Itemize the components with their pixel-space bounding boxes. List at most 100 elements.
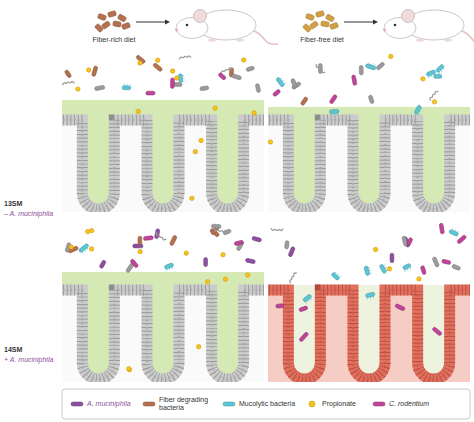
epithelium [62,290,264,379]
species-label: – A. muciniphila [4,210,62,218]
bacterium-body [231,74,242,81]
bacterium-body [146,91,155,95]
mouse [383,10,474,45]
propionate-dot [213,106,217,110]
legend-text: A. muciniphila [87,400,147,408]
bacterium-body [154,229,160,239]
propionate-dot [89,247,93,251]
pellet [117,14,126,22]
bacterium [94,85,105,90]
bacterium-body [255,83,261,92]
pellet [315,11,324,18]
arrow-head [165,20,170,25]
bacterium [200,86,209,91]
bacterium [299,306,309,312]
bacterium-body [288,246,295,257]
bacterium-body [246,66,255,72]
bacterium [153,63,163,72]
illustration [52,10,474,422]
legend-swatch-frame [222,399,236,409]
mouse [175,10,278,45]
bacterium-body [365,63,376,70]
diet-label: Fiber-rich diet [89,36,139,44]
bacterium-body [170,78,174,89]
bacterium [329,94,338,104]
mucus-layer [62,100,264,209]
spiral-bacterium [271,228,283,230]
propionate-dot [268,140,272,144]
bacterium-body [359,65,363,75]
bacterium [329,110,339,116]
mouse-foot [416,38,424,41]
bacterium-body [78,243,89,253]
bacterium [64,69,72,78]
epithelial-cells [62,120,264,209]
bacterium [133,244,143,248]
bacterium [442,259,452,265]
mouse-foot [444,38,452,41]
legend-entry: Fiber degrading bacteria [142,396,217,412]
mouse-nose [383,29,386,32]
bacterium-body [64,69,72,78]
propionate-dot [127,367,131,371]
propionate-dot [373,247,377,251]
bacterium [449,227,460,236]
bacterium [272,89,281,97]
bacterium [414,105,424,116]
pellet [321,21,330,27]
propionate-dot [170,69,174,73]
propionate-dot [242,58,246,62]
bacterium [284,241,289,250]
bacterium [351,75,357,86]
bacterium-body [420,265,426,275]
bacterium-body [302,294,312,303]
bacterium [154,229,160,239]
bacterium [434,72,442,78]
pellet [305,13,314,20]
mouse-ear [402,10,415,23]
bacterium-body [299,332,309,343]
propionate-dot [417,277,421,281]
bacterium [291,78,298,87]
propionate-dot [89,228,93,232]
cell-nuclei [62,120,264,209]
bacterium [299,332,309,343]
legend-frame [62,389,470,419]
gut-panel [268,218,470,382]
epithelium [268,120,470,209]
bacterium [365,292,375,300]
pilus [404,270,406,272]
bacterium-body [272,89,281,97]
cell-nuclei [268,290,470,379]
bacterium-body [457,235,467,245]
bacterium-body [143,236,153,241]
community-label: 13SM [4,200,60,208]
propionate-dot [421,77,425,81]
bacterium-body [200,86,209,91]
epithelium [62,120,264,209]
spiral-bacterium [315,64,325,74]
bacterium-body [164,263,174,270]
diet-label: Fiber-free diet [297,36,347,44]
bacterium-body [94,85,105,90]
pellet [113,21,122,27]
pilus [183,81,185,82]
species-label: + A. muciniphila [4,356,62,364]
bacterium-body [432,256,440,267]
bacterium-body [434,75,442,79]
legend-swatch-frame [305,399,319,409]
legend-entry: Propionate [305,396,372,412]
bacterium-body [204,258,208,267]
arrow-head [373,20,378,25]
bacterium [402,263,412,272]
bacterium-body [351,75,357,86]
cell-nuclei [62,290,264,379]
legend-swatch [373,402,385,406]
bacterium-body [130,259,139,269]
bacterium [376,62,385,71]
legend-entry: A. muciniphila [70,396,147,412]
pilus [441,72,442,74]
bacterium-body [234,240,244,246]
